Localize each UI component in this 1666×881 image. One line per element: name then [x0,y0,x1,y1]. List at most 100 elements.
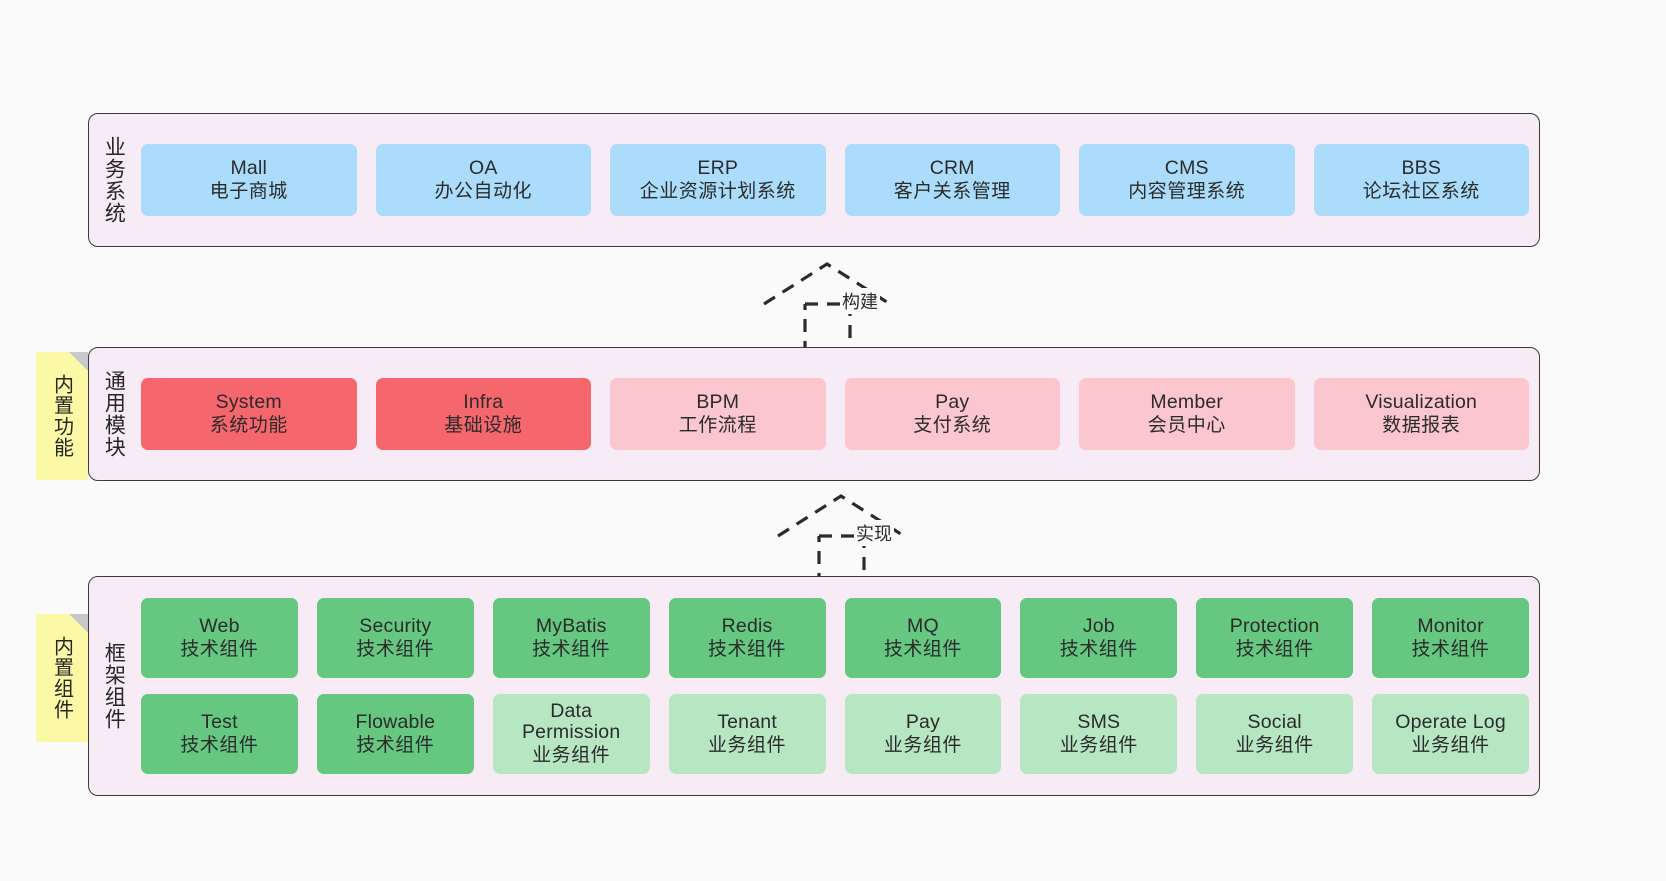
node-security[interactable]: Security 技术组件 [316,598,474,678]
node-title-cn: 技术组件 [532,639,611,661]
node-title-cn: 办公自动化 [434,181,532,203]
node-title-cn: 内容管理系统 [1128,181,1246,203]
node-title-cn: 客户关系管理 [893,181,1011,203]
node-title-cn: 技术组件 [180,639,259,661]
node-title-en: BBS [1401,156,1442,179]
node-pay-component[interactable]: Pay 业务组件 [844,694,1002,774]
node-title-en: CRM [929,156,975,179]
node-flowable[interactable]: Flowable 技术组件 [316,694,474,774]
connector-build: 构建 [752,258,932,358]
node-title-en: MyBatis [535,614,607,637]
node-social[interactable]: Social 业务组件 [1196,694,1354,774]
node-title-en: Monitor [1417,614,1484,637]
node-title-cn: 技术组件 [356,735,435,757]
node-title-en: BPM [696,390,740,413]
node-pay[interactable]: Pay 支付系统 [844,378,1060,450]
node-title-en: MQ [907,614,939,637]
node-title-cn: 业务组件 [883,735,962,757]
layer-framework-components[interactable]: 框架组件 Web 技术组件 Security 技术组件 MyBatis 技术组件… [88,576,1540,796]
node-title-en: SMS [1077,710,1121,733]
node-title-en: ERP [697,156,739,179]
node-title-en: CMS [1164,156,1209,179]
node-system[interactable]: System 系统功能 [141,378,357,450]
layer-title-business: 业务系统 [102,136,126,224]
node-title-cn: 支付系统 [913,415,992,437]
node-title-cn: 业务组件 [1411,735,1490,757]
node-title-en: Visualization [1365,390,1478,413]
node-title-cn: 技术组件 [1235,639,1314,661]
node-title-en: Security [359,614,432,637]
node-job[interactable]: Job 技术组件 [1020,598,1178,678]
sticky-note-builtin-features[interactable]: 内置功能 [36,352,88,480]
node-bbs[interactable]: BBS 论坛社区系统 [1313,144,1529,216]
sticky-note-label: 内置功能 [50,374,73,458]
node-title-en: System [215,390,282,413]
node-web[interactable]: Web 技术组件 [141,598,298,678]
node-title-cn: 系统功能 [209,415,288,437]
node-redis[interactable]: Redis 技术组件 [668,598,826,678]
node-title-en: Flowable [355,710,436,733]
node-title-en: Pay [905,710,941,733]
node-title-cn: 业务组件 [1059,735,1138,757]
page-fold-icon [69,352,88,371]
node-operate-log[interactable]: Operate Log 业务组件 [1372,694,1529,774]
node-monitor[interactable]: Monitor 技术组件 [1372,598,1529,678]
node-mq[interactable]: MQ 技术组件 [844,598,1002,678]
node-infra[interactable]: Infra 基础设施 [375,378,591,450]
node-title-en: Redis [721,614,773,637]
node-protection[interactable]: Protection 技术组件 [1196,598,1354,678]
node-title-cn: 业务组件 [1235,735,1314,757]
node-title-en: Protection [1229,614,1320,637]
node-title-cn: 技术组件 [1059,639,1138,661]
node-sms[interactable]: SMS 业务组件 [1020,694,1178,774]
node-title-en: Data Permission [521,699,621,744]
node-title-cn: 技术组件 [356,639,435,661]
layer-body-business: Mall 电子商城 OA 办公自动化 ERP 企业资源计划系统 CRM 客户关系… [137,114,1539,246]
node-title-en: Web [199,614,240,637]
node-test[interactable]: Test 技术组件 [141,694,298,774]
layer-title-framework: 框架组件 [102,642,126,730]
node-title-cn: 技术组件 [708,639,787,661]
node-title-cn: 基础设施 [444,415,523,437]
connector-implement: 实现 [766,490,946,590]
node-title-en: Mall [230,156,268,179]
node-title-cn: 电子商城 [209,181,288,203]
layer-business-systems[interactable]: 业务系统 Mall 电子商城 OA 办公自动化 ERP 企业资源计划系统 CRM… [88,113,1540,247]
sticky-note-builtin-components[interactable]: 内置组件 [36,614,88,742]
node-title-en: Test [201,710,238,733]
node-cms[interactable]: CMS 内容管理系统 [1079,144,1295,216]
layer-title-modules: 通用模块 [102,370,126,458]
layer-row: Test 技术组件 Flowable 技术组件 Data Permission … [141,694,1529,774]
node-title-en: Member [1150,390,1224,413]
node-title-en: Operate Log [1395,710,1506,733]
node-title-cn: 会员中心 [1147,415,1226,437]
node-tenant[interactable]: Tenant 业务组件 [668,694,826,774]
node-erp[interactable]: ERP 企业资源计划系统 [610,144,826,216]
layer-row: System 系统功能 Infra 基础设施 BPM 工作流程 Pay 支付系统… [141,378,1529,450]
node-oa[interactable]: OA 办公自动化 [375,144,591,216]
node-bpm[interactable]: BPM 工作流程 [610,378,826,450]
node-title-cn: 工作流程 [678,415,757,437]
node-mybatis[interactable]: MyBatis 技术组件 [492,598,650,678]
node-visualization[interactable]: Visualization 数据报表 [1313,378,1529,450]
node-member[interactable]: Member 会员中心 [1079,378,1295,450]
sticky-note-label: 内置组件 [50,636,73,720]
node-title-en: OA [468,156,498,179]
layer-row: Web 技术组件 Security 技术组件 MyBatis 技术组件 Redi… [141,598,1529,678]
node-title-cn: 企业资源计划系统 [639,181,796,203]
node-crm[interactable]: CRM 客户关系管理 [844,144,1060,216]
layer-common-modules[interactable]: 通用模块 System 系统功能 Infra 基础设施 BPM 工作流程 Pay… [88,347,1540,481]
node-data-permission[interactable]: Data Permission 业务组件 [492,694,650,774]
node-title-cn: 技术组件 [883,639,962,661]
node-title-cn: 技术组件 [180,735,259,757]
node-title-en: Social [1247,710,1302,733]
node-title-cn: 论坛社区系统 [1362,181,1480,203]
node-mall[interactable]: Mall 电子商城 [141,144,357,216]
connector-label: 实现 [854,520,894,546]
node-title-cn: 业务组件 [532,745,611,767]
node-title-en: Job [1082,614,1115,637]
node-title-en: Pay [935,390,970,413]
layer-body-modules: System 系统功能 Infra 基础设施 BPM 工作流程 Pay 支付系统… [137,348,1539,480]
node-title-cn: 技术组件 [1411,639,1490,661]
